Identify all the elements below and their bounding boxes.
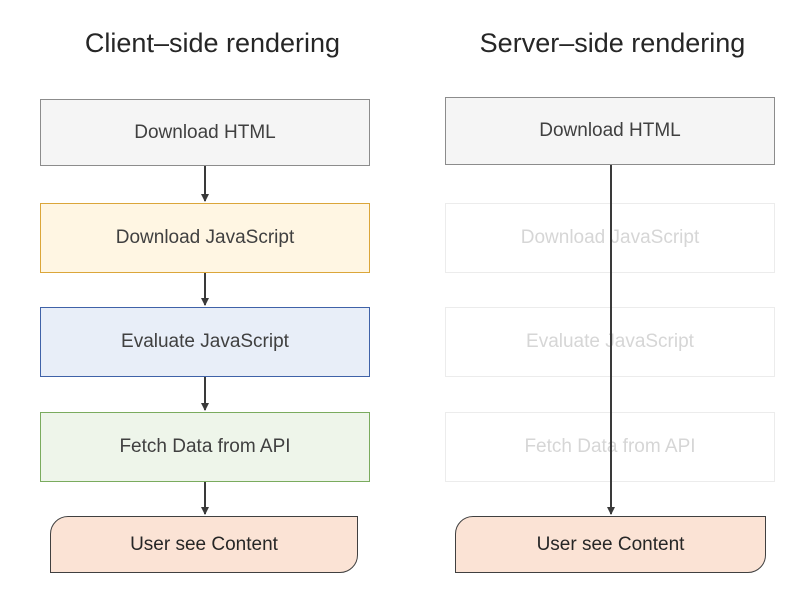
server-fetch-data-box-skipped: Fetch Data from API xyxy=(445,412,775,482)
server-download-html-box: Download HTML xyxy=(445,97,775,165)
client-fetch-data-box: Fetch Data from API xyxy=(40,412,370,482)
client-user-content-box: User see Content xyxy=(50,516,358,573)
server-side-title: Server–side rendering xyxy=(479,28,746,58)
client-download-html-box: Download HTML xyxy=(40,99,370,166)
client-download-js-box: Download JavaScript xyxy=(40,203,370,273)
server-user-content-box: User see Content xyxy=(455,516,766,573)
client-side-title: Client–side rendering xyxy=(84,28,341,58)
server-download-js-box-skipped: Download JavaScript xyxy=(445,203,775,273)
server-evaluate-js-box-skipped: Evaluate JavaScript xyxy=(445,307,775,377)
client-evaluate-js-box: Evaluate JavaScript xyxy=(40,307,370,377)
